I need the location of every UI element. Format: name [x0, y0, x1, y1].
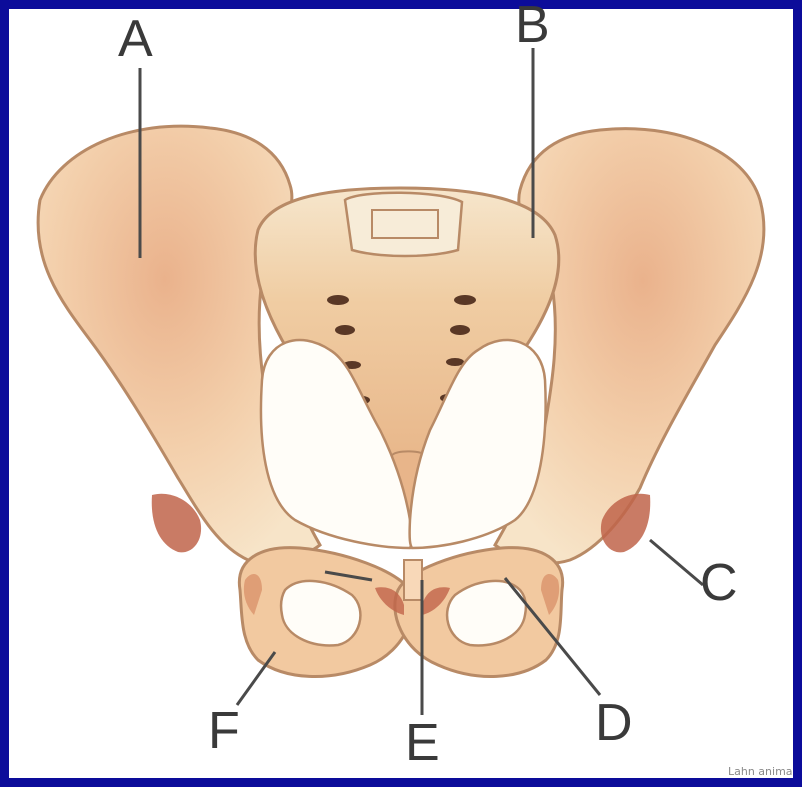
label-e: E	[405, 714, 440, 772]
label-a: A	[118, 10, 153, 68]
pubic-symphysis	[404, 560, 422, 600]
sacral-base	[345, 193, 462, 256]
label-d: D	[595, 694, 633, 752]
label-c: C	[700, 554, 738, 612]
leader-line-c	[650, 540, 703, 585]
credit-text: Lahn anima	[728, 765, 793, 778]
label-f: F	[208, 702, 240, 760]
label-b: B	[515, 0, 550, 54]
